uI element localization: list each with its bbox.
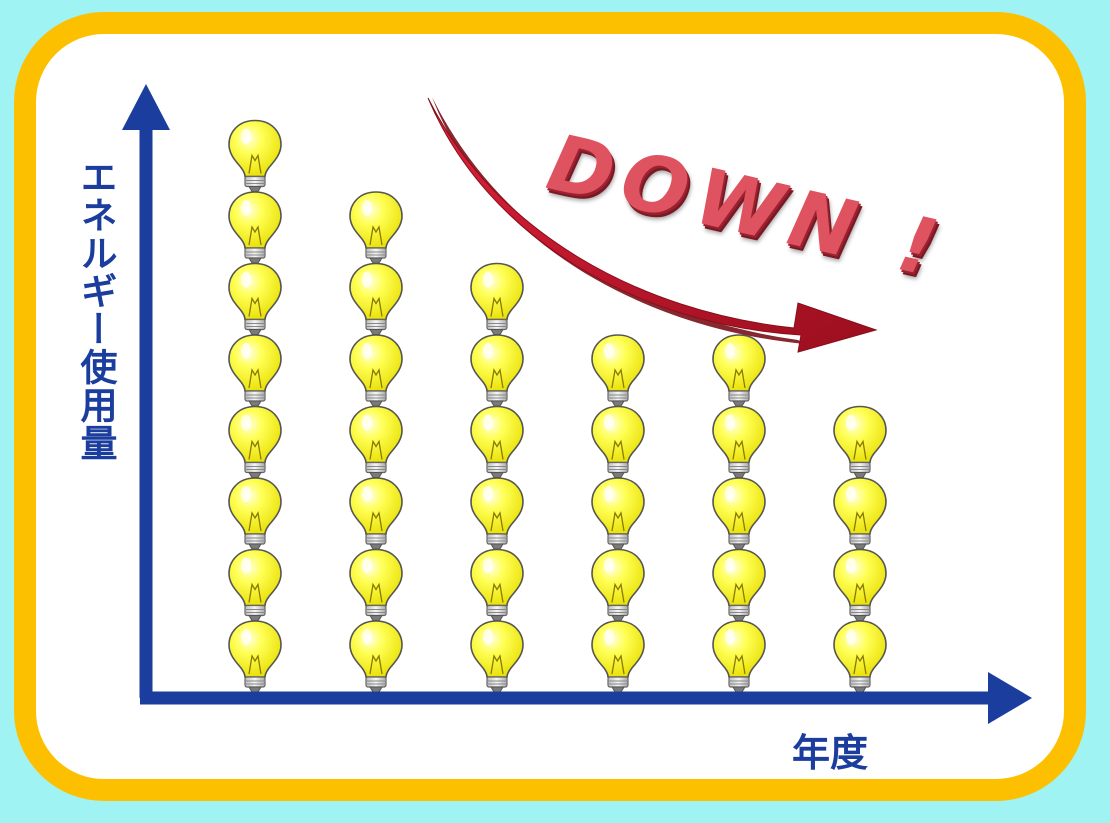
light-bulb-icon (470, 405, 524, 479)
light-bulb-icon (349, 262, 403, 336)
light-bulb-icon (591, 620, 645, 693)
light-bulb-icon (228, 119, 282, 193)
light-bulb-icon (349, 477, 403, 550)
y-axis-arrowhead (122, 84, 170, 130)
bulb-column-6 (833, 405, 887, 693)
light-bulb-icon (349, 548, 403, 622)
chart-card (14, 12, 1086, 801)
light-bulb-icon (833, 477, 887, 550)
light-bulb-icon (712, 548, 766, 622)
light-bulb-icon (712, 405, 766, 479)
bulb-column-2 (349, 191, 403, 693)
x-axis-label: 年度 (792, 731, 869, 775)
light-bulb-icon (833, 620, 887, 693)
bulb-column-1 (228, 119, 282, 693)
y-axis-label: エネルギー使用量 (74, 158, 117, 462)
light-bulb-icon (470, 262, 524, 336)
light-bulb-icon (591, 477, 645, 550)
light-bulb-icon (470, 477, 524, 550)
light-bulb-icon (228, 620, 282, 693)
light-bulb-icon (591, 405, 645, 479)
down-arrow (427, 97, 878, 353)
light-bulb-icon (349, 405, 403, 479)
light-bulb-icon (228, 477, 282, 550)
light-bulb-icon (349, 620, 403, 693)
light-bulb-icon (833, 405, 887, 479)
light-bulb-icon (470, 334, 524, 407)
light-bulb-icon (712, 334, 766, 407)
x-axis-arrowhead (988, 672, 1032, 724)
light-bulb-icon (470, 548, 524, 622)
light-bulb-icon (349, 334, 403, 407)
light-bulb-icon (712, 477, 766, 550)
light-bulb-icon (228, 262, 282, 336)
bulb-column-4 (591, 334, 645, 693)
light-bulb-icon (470, 620, 524, 693)
light-bulb-icon (349, 191, 403, 264)
light-bulb-icon (591, 548, 645, 622)
bulb-column-3 (470, 262, 524, 693)
light-bulb-icon (228, 548, 282, 622)
light-bulb-icon (228, 405, 282, 479)
light-bulb-icon (591, 334, 645, 407)
light-bulb-icon (228, 334, 282, 407)
light-bulb-icon (833, 548, 887, 622)
bulb-column-5 (712, 334, 766, 693)
light-bulb-icon (228, 191, 282, 264)
axes (122, 84, 1032, 724)
light-bulb-icon (712, 620, 766, 693)
